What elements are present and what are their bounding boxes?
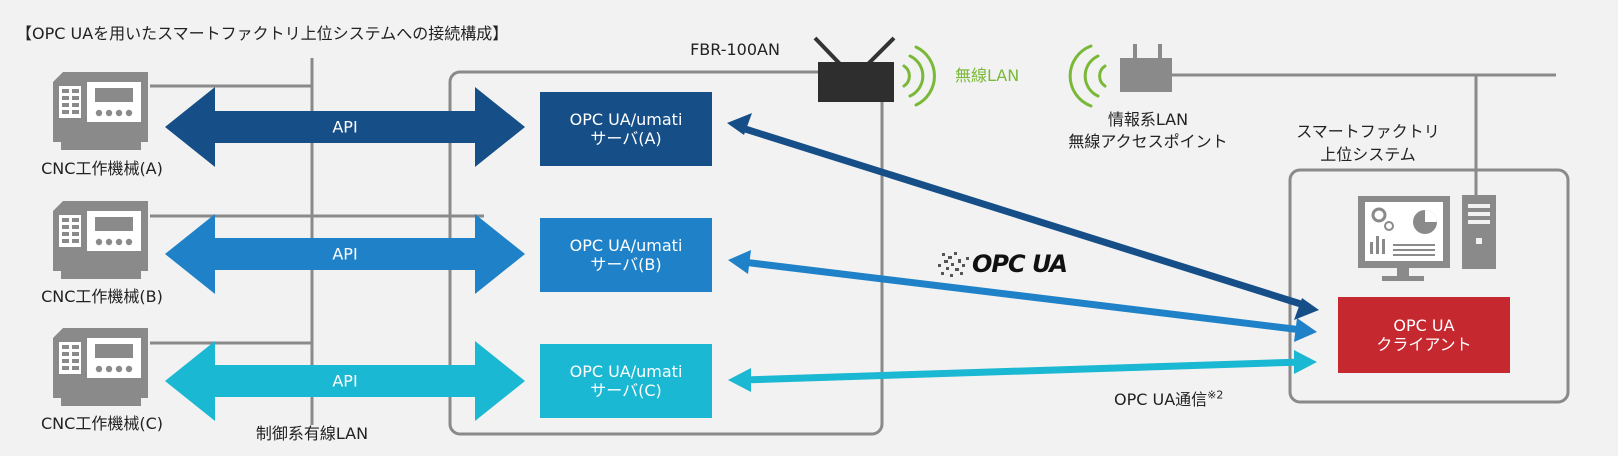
machine-label-b: CNC工作機械(B) — [41, 287, 163, 306]
server-box-b: OPC UA/umati サーバ(B) — [540, 218, 712, 292]
access-point-line1: 情報系LAN — [1107, 110, 1189, 129]
machine-key — [62, 366, 69, 370]
access-point-wireless-icon — [1068, 44, 1107, 108]
machine-key — [62, 110, 69, 114]
machine-key — [72, 352, 79, 356]
machine-key — [72, 345, 79, 349]
router-label: FBR-100AN — [690, 40, 780, 59]
upper-system-frame — [1288, 168, 1570, 404]
router-icon — [813, 36, 896, 102]
machine-button-dot — [115, 238, 123, 246]
api-label-b: API — [332, 244, 358, 264]
machine-button-dot — [115, 109, 123, 117]
machine-key — [62, 352, 69, 356]
diagram-title: 【OPC UAを用いたスマートファクトリ上位システムへの接続構成】 — [16, 24, 509, 43]
communication-note: ※2 — [1207, 388, 1224, 402]
pc-tower-icon — [1462, 195, 1496, 269]
api-arrow-a — [165, 87, 525, 167]
access-point-line2: 無線アクセスポイント — [1068, 132, 1228, 151]
machine-button-dot — [105, 109, 113, 117]
machine-key — [72, 218, 79, 222]
machine-button-dot — [125, 365, 133, 373]
wireless-lan-label: 無線LAN — [955, 66, 1020, 85]
machine-button-dot — [125, 238, 133, 246]
opcua-communication-label: OPC UA通信※2 — [1114, 386, 1223, 410]
opcua-arrow-b — [728, 250, 1317, 342]
machine-key — [62, 359, 69, 363]
server-a-line2: サーバ(A) — [590, 129, 662, 148]
machine-base — [61, 398, 141, 406]
machine-screen — [95, 88, 133, 102]
machine-key — [72, 366, 79, 370]
cnc-machine-b-icon — [53, 201, 148, 279]
machine-key — [62, 96, 69, 100]
client-line1: OPC UA — [1393, 316, 1455, 335]
machine-key — [72, 225, 79, 229]
machine-base — [61, 271, 141, 279]
machine-key — [72, 110, 79, 114]
api-label-a: API — [332, 117, 358, 137]
server-c-line1: OPC UA/umati — [569, 362, 683, 381]
machine-key — [62, 89, 69, 93]
machine-key — [72, 89, 79, 93]
client-box: OPC UA クライアント — [1338, 297, 1510, 373]
machine-key — [62, 345, 69, 349]
client-line2: クライアント — [1376, 335, 1472, 354]
machine-label-a: CNC工作機械(A) — [41, 159, 163, 178]
machine-button-dot — [125, 109, 133, 117]
machine-button-dot — [115, 365, 123, 373]
opcua-arrow-a — [727, 113, 1319, 320]
machine-key — [62, 103, 69, 107]
machine-key — [72, 239, 79, 243]
router-wireless-icon — [902, 45, 936, 107]
server-c-line2: サーバ(C) — [590, 381, 662, 400]
server-b-line1: OPC UA/umati — [569, 236, 683, 255]
access-point-icon — [1120, 44, 1172, 92]
control-lan-label: 制御系有線LAN — [255, 424, 369, 443]
machine-screen — [95, 344, 133, 358]
server-b-line2: サーバ(B) — [590, 255, 662, 274]
machine-screen — [95, 217, 133, 231]
opcua-logo-speckles — [938, 252, 969, 277]
machine-button-dot — [105, 365, 113, 373]
cnc-machine-a-icon — [53, 72, 148, 150]
api-arrow-b — [165, 214, 525, 294]
pc-monitor-icon — [1358, 196, 1450, 281]
api-label-c: API — [332, 371, 358, 391]
machine-button-dot — [95, 109, 103, 117]
server-a-line1: OPC UA/umati — [569, 110, 683, 129]
machine-key — [62, 225, 69, 229]
communication-text: OPC UA通信 — [1114, 390, 1208, 409]
machine-key — [62, 218, 69, 222]
machine-base — [61, 142, 141, 150]
server-box-a: OPC UA/umati サーバ(A) — [540, 92, 712, 166]
machine-key — [72, 359, 79, 363]
machine-button-dot — [95, 365, 103, 373]
opcua-arrow-c — [728, 350, 1317, 392]
cnc-machine-c-icon — [53, 328, 148, 406]
machine-key — [62, 239, 69, 243]
machine-label-c: CNC工作機械(C) — [41, 414, 163, 433]
api-arrow-c — [165, 341, 525, 421]
server-box-c: OPC UA/umati サーバ(C) — [540, 344, 712, 418]
upper-system-line2: 上位システム — [1320, 145, 1416, 164]
upper-system-line1: スマートファクトリ — [1296, 122, 1440, 141]
machine-button-dot — [95, 238, 103, 246]
machine-key — [72, 232, 79, 236]
machine-key — [72, 96, 79, 100]
machine-key — [72, 103, 79, 107]
machine-key — [62, 232, 69, 236]
machine-button-dot — [105, 238, 113, 246]
opcua-logo: OPC UA — [972, 250, 1068, 278]
